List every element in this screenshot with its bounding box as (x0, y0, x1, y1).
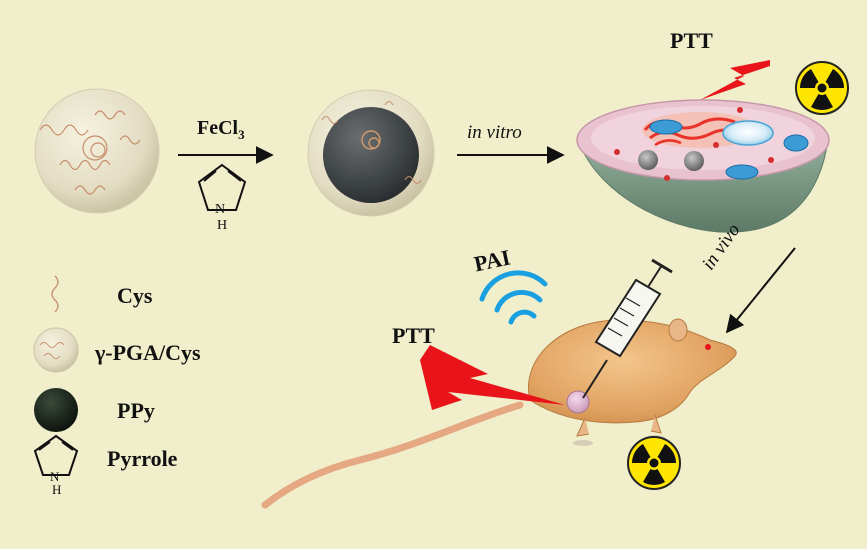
laser-lightning-icon (700, 60, 770, 100)
legend-cys-label: Cys (117, 283, 153, 308)
pga-cys-nanoparticle (34, 88, 160, 214)
pyrrole-h-label: H (217, 218, 228, 233)
in-vitro-label: in vitro (467, 122, 522, 143)
cys-legend-icon (51, 275, 59, 313)
legend-ppy-label: PPy (117, 398, 155, 423)
laser-lightning-icon (420, 345, 565, 410)
legend-pga-cys-label: γ-PGA/Cys (95, 340, 201, 365)
ppy-legend-icon (34, 388, 78, 432)
radiation-hazard-icon (795, 61, 849, 115)
in-vivo-arrow (725, 247, 796, 334)
reagent-label: FeCl3 (197, 117, 245, 142)
pai-wave-icon (479, 270, 548, 325)
rat-illustration (261, 318, 737, 509)
legend-pyrrole-h-label: H (52, 482, 62, 497)
ptt-top-label: PTT (670, 28, 713, 53)
legend-pyrrole-label: Pyrrole (107, 446, 178, 471)
legend-pyrrole-n-label: N (50, 469, 60, 484)
cell-illustration (576, 99, 830, 233)
pyrrole-n-label: N (215, 202, 226, 217)
ppy-core-nanoparticle (307, 89, 435, 217)
syringe-icon (582, 258, 673, 399)
pyrrole-legend-icon (33, 434, 79, 476)
pyrrole-structure (197, 163, 247, 211)
radiation-hazard-icon (627, 436, 681, 490)
ptt-left-label: PTT (392, 323, 435, 348)
pga-cys-legend-icon (33, 327, 79, 373)
